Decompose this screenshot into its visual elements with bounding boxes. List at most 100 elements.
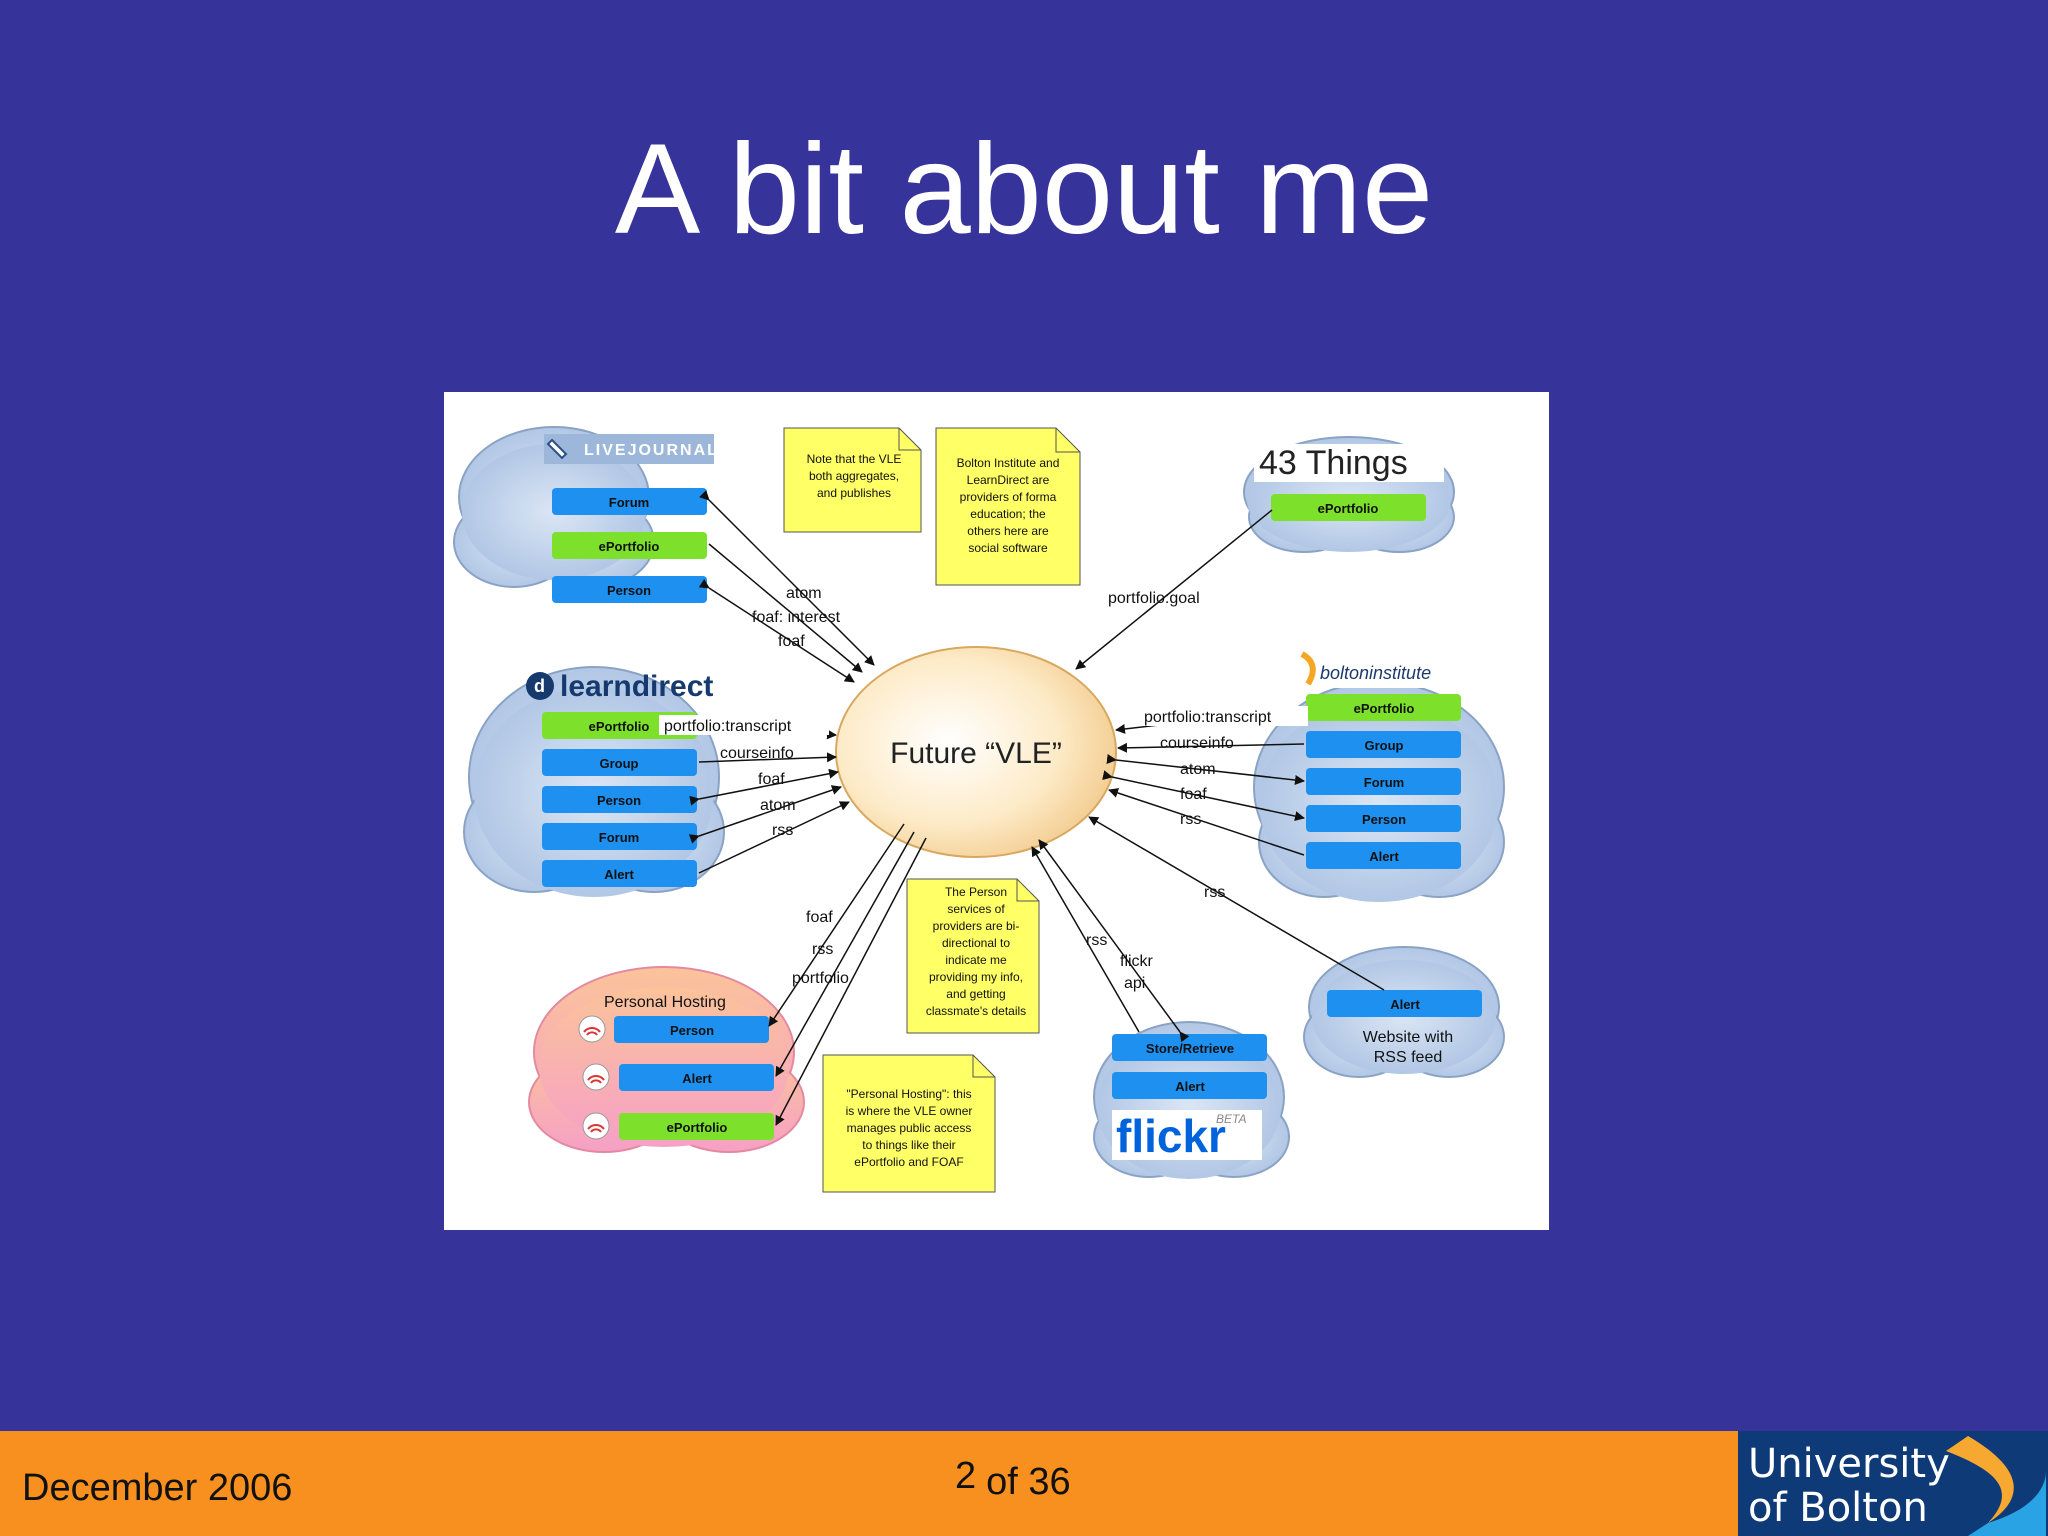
note-line: manages public access <box>847 1121 972 1135</box>
bi-item-forum[interactable] <box>1306 768 1461 795</box>
note-line: providers of forma <box>960 490 1057 504</box>
note-line: Note that the VLE <box>807 452 902 466</box>
sticky-note <box>906 878 1040 1034</box>
website-caption-line2: RSS feed <box>1374 1049 1442 1066</box>
note-line: education; the <box>970 507 1046 521</box>
sticky-note-fold <box>1055 428 1080 453</box>
vle-diagram: LIVEJOURNAL Forum ePortfolio Person d le… <box>453 426 1505 1193</box>
footer-date: December 2006 <box>22 1467 293 1509</box>
cloud-boltoninstitute: boltoninstitute ePortfolio Group Forum P… <box>1253 651 1505 902</box>
ld-item-eportfolio[interactable] <box>542 712 697 739</box>
bi-item-group[interactable] <box>1306 731 1461 758</box>
note-line: is where the VLE owner <box>846 1104 973 1118</box>
bi-item-label: Forum <box>1364 775 1404 790</box>
future-vle-node: Future “VLE” <box>835 646 1117 858</box>
arrow-ph-person <box>768 823 905 1027</box>
edge-label: courseinfo <box>720 745 794 762</box>
logo-line2: of Bolton <box>1748 1485 1928 1531</box>
edge-label: foaf: interest <box>752 609 841 626</box>
bolton-logo: boltoninstitute <box>1320 663 1431 683</box>
ld-item-label: ePortfolio <box>589 719 650 734</box>
lj-item-forum[interactable] <box>552 488 707 515</box>
note-line: directional to <box>942 936 1010 950</box>
edge-label: courseinfo <box>1160 735 1234 752</box>
sticky-note <box>783 427 922 533</box>
cloud-personal-hosting: Personal Hosting Person Alert ePortfolio <box>528 966 805 1153</box>
lj-item-person[interactable] <box>552 576 707 603</box>
edge-label: rss <box>1204 884 1225 901</box>
note-aggregates: Note that the VLE both aggregates, and p… <box>783 427 922 533</box>
sticky-note-fold <box>972 1055 995 1078</box>
sticky-note-fold <box>898 428 921 451</box>
cloud-43things: 43 Things ePortfolio <box>1243 436 1455 553</box>
edge-label: foaf <box>778 633 805 650</box>
43t-item-eportfolio[interactable] <box>1271 494 1426 521</box>
note-line: providing my info, <box>929 970 1023 984</box>
ld-item-label: Group <box>600 756 639 771</box>
ph-item-person[interactable] <box>614 1016 769 1043</box>
cloud-flickr: Store/Retrieve Alert flickr BETA <box>1093 1021 1290 1179</box>
edge-label-bg <box>1141 706 1308 726</box>
note-line: others here are <box>967 524 1049 538</box>
note-line: social software <box>968 541 1048 555</box>
note-line: providers are bi- <box>933 919 1020 933</box>
bi-item-eportfolio[interactable] <box>1306 694 1461 721</box>
edge-label: portfolio:goal <box>1108 590 1200 607</box>
fl-item-alert[interactable] <box>1112 1072 1267 1099</box>
learndirect-d-letter: d <box>534 676 545 696</box>
slide-title: A bit about me <box>614 118 1434 261</box>
note-person-services: The Person services of providers are bi-… <box>906 878 1040 1034</box>
ld-item-alert[interactable] <box>542 860 697 887</box>
bolton-swoosh-icon <box>1946 1436 2046 1536</box>
ph-item-label: Alert <box>682 1071 712 1086</box>
web-item-label: Alert <box>1390 997 1420 1012</box>
edge-label: portfolio:transcript <box>664 718 792 735</box>
bolton-logo-bg <box>1299 654 1464 688</box>
ph-item-alert[interactable] <box>619 1064 774 1091</box>
cloud-learndirect: d learndirect ePortfolio Group Person Fo… <box>463 666 725 897</box>
bi-item-person[interactable] <box>1306 805 1461 832</box>
sticky-note <box>935 427 1081 586</box>
edge-label: foaf <box>1180 786 1207 803</box>
livejournal-logo-bg <box>544 434 714 464</box>
ld-item-group[interactable] <box>542 749 697 776</box>
personal-hosting-title: Personal Hosting <box>604 994 726 1011</box>
note-line: LearnDirect are <box>967 473 1050 487</box>
diagram-panel: LIVEJOURNAL Forum ePortfolio Person d le… <box>444 392 1549 1230</box>
web-item-alert[interactable] <box>1327 990 1482 1017</box>
edge-label: atom <box>786 585 822 602</box>
note-personal-hosting: "Personal Hosting": this is where the VL… <box>822 1054 996 1193</box>
arrow-lj-eportfolio <box>708 543 863 673</box>
ld-item-forum[interactable] <box>542 823 697 850</box>
livejournal-logo: LIVEJOURNAL <box>584 442 719 459</box>
university-of-bolton-logo: University of Bolton <box>1738 1431 2048 1536</box>
arrow-ld-forum <box>688 785 842 844</box>
edge-label: rss <box>1086 932 1107 949</box>
bi-item-alert[interactable] <box>1306 842 1461 869</box>
flickr-logo: flickr <box>1116 1110 1226 1162</box>
arrow-ph-eportfolio <box>775 837 927 1126</box>
arrow-ld-group <box>698 752 837 763</box>
website-caption-line1: Website with <box>1363 1029 1453 1046</box>
arrows <box>688 490 1385 1126</box>
flickr-beta-label: BETA <box>1216 1112 1246 1126</box>
pencil-icon <box>546 438 568 460</box>
note-line: and getting <box>946 987 1005 1001</box>
arrow-fl-rss <box>1031 846 1140 1033</box>
note-line: to things like their <box>862 1138 955 1152</box>
lj-item-label: ePortfolio <box>599 539 660 554</box>
edge-label: flickr <box>1120 953 1154 970</box>
ld-item-label: Person <box>597 793 641 808</box>
arrow-bi-alert <box>1108 788 1305 856</box>
ph-item-label: Person <box>670 1023 714 1038</box>
learndirect-logo: learndirect <box>560 670 713 703</box>
lj-item-eportfolio[interactable] <box>552 532 707 559</box>
ld-item-label: Alert <box>604 867 634 882</box>
ph-item-eportfolio[interactable] <box>619 1113 774 1140</box>
edge-label: foaf <box>758 771 785 788</box>
arrow-bi-group <box>1117 742 1305 753</box>
cloud-livejournal: LIVEJOURNAL Forum ePortfolio Person <box>453 426 719 603</box>
note-line: ePortfolio and FOAF <box>854 1155 963 1169</box>
ld-item-person[interactable] <box>542 786 697 813</box>
arrow-ph-alert <box>775 831 915 1077</box>
